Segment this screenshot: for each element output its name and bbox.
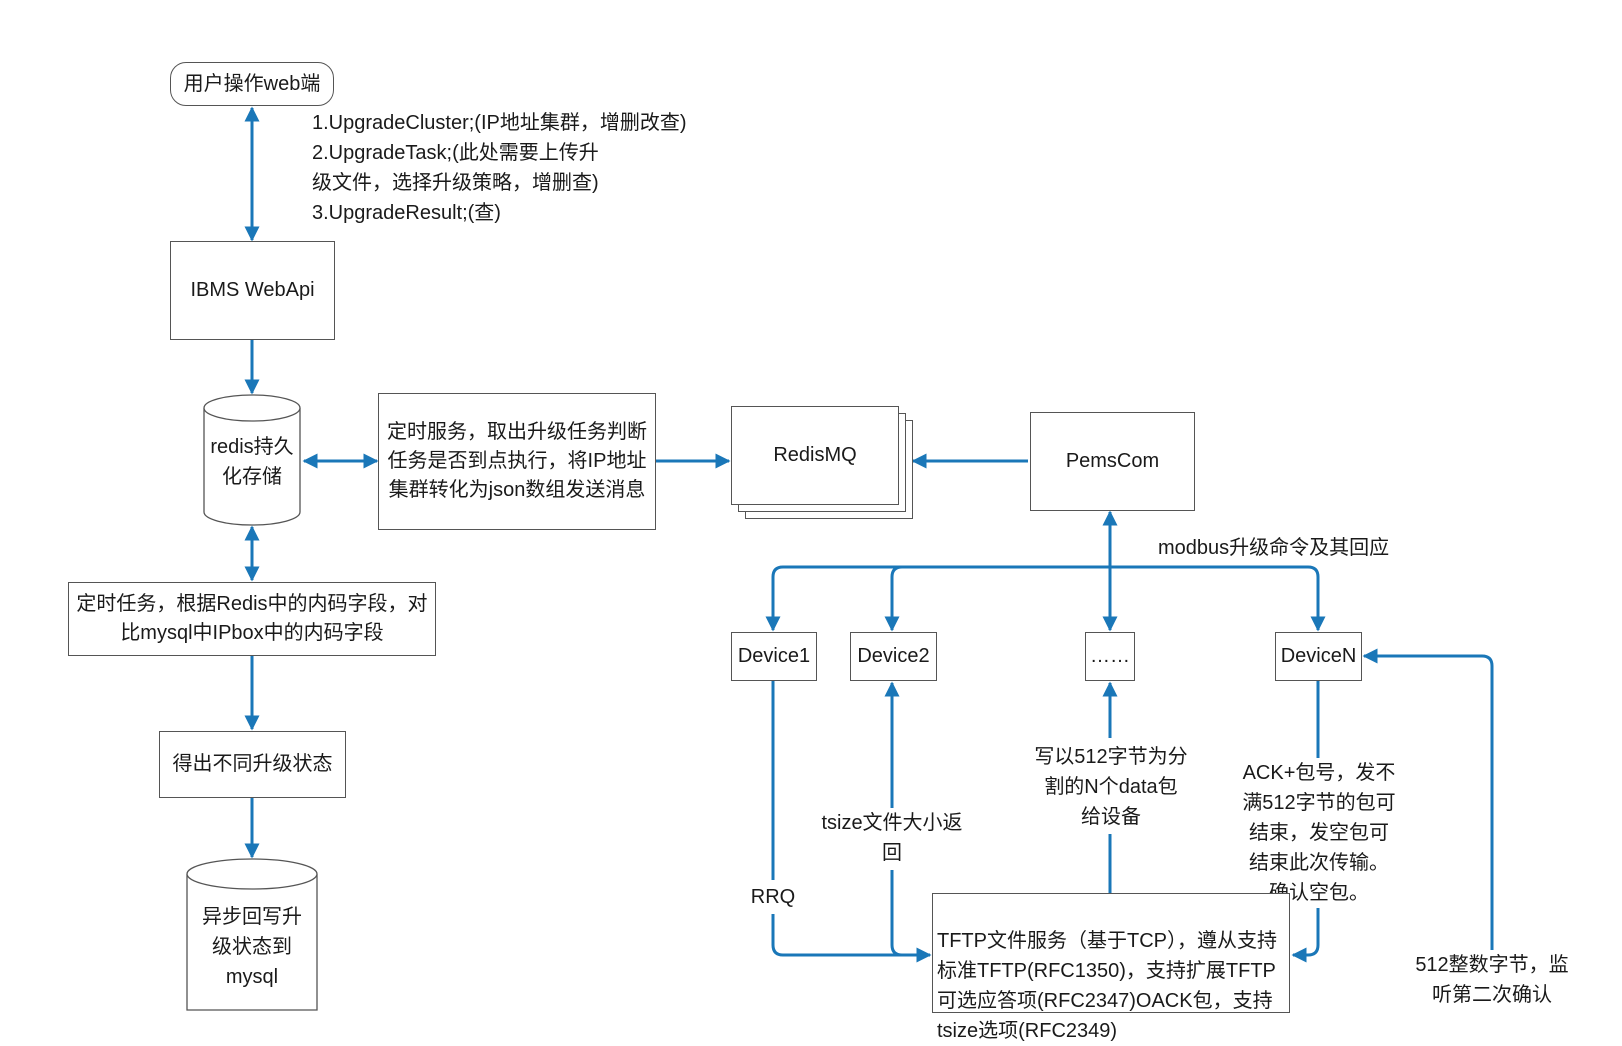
pemscom-label: PemsCom <box>1065 450 1160 472</box>
device2-label: Device2 <box>857 645 930 667</box>
ack-label: ACK+包号，发不 满512字节的包可 结束，发空包可 结束此次传输。 确认空包… <box>1242 762 1396 904</box>
redismq-label: RedisMQ <box>773 444 857 466</box>
bus-device2 <box>884 565 1110 632</box>
mysql-store-label: 异步回写升 级状态到 mysql <box>202 906 302 988</box>
pemscom-node: PemsCom <box>1030 412 1195 511</box>
webapi-label: IBMS WebApi <box>190 279 315 301</box>
api-list-label: 1.UpgradeCluster;(IP地址集群，增删改查) 2.Upgrade… <box>312 112 687 224</box>
bus-line <box>765 565 1326 632</box>
upgrade-status-label: 得出不同升级状态 <box>172 753 333 775</box>
user-web-node: 用户操作web端 <box>170 62 334 106</box>
upgrade-status-node: 得出不同升级状态 <box>159 731 346 798</box>
webapi-node: IBMS WebApi <box>170 241 335 340</box>
redis-cylinder <box>203 394 301 526</box>
redis-store-label: redis持久 化存储 <box>210 436 294 488</box>
tftp-service-label: TFTP文件服务（基于TCP），遵从支持标准TFTP(RFC1350)，支持扩展… <box>937 930 1277 1042</box>
write-data-label: 写以512字节为分 割的N个data包 给设备 <box>1034 746 1188 828</box>
rrq-label: RRQ <box>750 886 796 908</box>
modbus-label: modbus升级命令及其回应 <box>1158 537 1390 559</box>
mysql-cylinder <box>186 858 318 1011</box>
arrow-listen <box>1362 648 1494 970</box>
scheduler-service-label: 定时服务，取出升级任务判断任务是否到点执行，将IP地址集群转化为json数组发送… <box>387 421 647 501</box>
device1-label: Device1 <box>737 645 811 667</box>
listen-label: 512整数字节，监 听第二次确认 <box>1415 954 1569 1006</box>
tsize-label: tsize文件大小返 回 <box>821 812 963 864</box>
scheduler-service-node: 定时服务，取出升级任务判断任务是否到点执行，将IP地址集群转化为json数组发送… <box>378 393 656 530</box>
arrow-ack <box>1291 681 1320 963</box>
arrow-tsize <box>884 681 930 957</box>
user-web-label: 用户操作web端 <box>183 72 321 95</box>
connector-layer <box>186 106 1494 1011</box>
deviceN-node: DeviceN <box>1275 632 1362 681</box>
scheduled-task-node: 定时任务，根据Redis中的内码字段，对比mysql中IPbox中的内码字段 <box>68 582 436 656</box>
scheduled-task-label: 定时任务，根据Redis中的内码字段，对比mysql中IPbox中的内码字段 <box>76 593 428 644</box>
deviceN-label: DeviceN <box>1280 645 1357 667</box>
tftp-service-node: TFTP文件服务（基于TCP），遵从支持标准TFTP(RFC1350)，支持扩展… <box>932 893 1290 1042</box>
device1-node: Device1 <box>731 632 817 681</box>
device2-node: Device2 <box>850 632 937 681</box>
device-more-node: …… <box>1085 632 1135 681</box>
redismq-node: RedisMQ <box>731 406 899 505</box>
arrow-rrq <box>771 681 932 963</box>
device-more-label: …… <box>1090 645 1130 667</box>
